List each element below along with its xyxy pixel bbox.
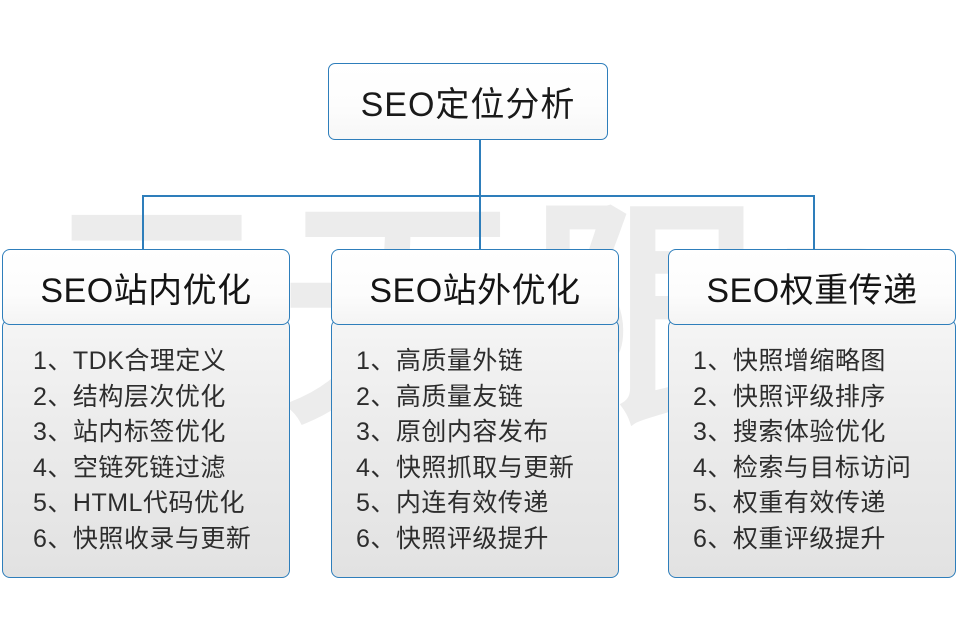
list-item: 5、HTML代码优化 xyxy=(33,489,245,517)
connector-branch-left xyxy=(142,195,144,251)
list-item: 5、权重有效传递 xyxy=(693,489,886,517)
branch-column-seo-weight: SEO权重传递 1、快照增缩略图 2、快照评级排序 3、搜索体验优化 4、检索与… xyxy=(668,249,956,578)
branch-list-seo-onsite: 1、TDK合理定义 2、结构层次优化 3、站内标签优化 4、空链死链过滤 5、H… xyxy=(2,319,290,578)
list-item: 2、高质量友链 xyxy=(356,382,524,411)
list-item: 6、快照评级提升 xyxy=(356,524,549,553)
branch-header-label: SEO站外优化 xyxy=(369,271,581,310)
branch-header-label: SEO站内优化 xyxy=(40,271,252,310)
list-item: 3、原创内容发布 xyxy=(356,418,549,446)
connector-horizontal-bus xyxy=(142,195,815,197)
list-item: 3、站内标签优化 xyxy=(33,418,226,446)
list-item: 3、搜索体验优化 xyxy=(693,418,886,446)
list-item: 5、内连有效传递 xyxy=(356,489,549,517)
list-item: 4、检索与目标访问 xyxy=(693,453,912,482)
list-item: 2、快照评级排序 xyxy=(693,382,886,411)
connector-branch-middle xyxy=(479,195,481,251)
branch-header-seo-onsite: SEO站内优化 xyxy=(2,249,290,325)
list-item: 1、高质量外链 xyxy=(356,347,524,375)
connector-branch-right xyxy=(813,195,815,251)
connector-root-vertical xyxy=(479,140,481,196)
list-item: 1、快照增缩略图 xyxy=(693,347,886,375)
root-node-label: SEO定位分析 xyxy=(360,86,576,124)
branch-list-seo-offsite: 1、高质量外链 2、高质量友链 3、原创内容发布 4、快照抓取与更新 5、内连有… xyxy=(331,319,619,578)
branch-list-seo-weight: 1、快照增缩略图 2、快照评级排序 3、搜索体验优化 4、检索与目标访问 5、权… xyxy=(668,319,956,578)
list-item: 4、空链死链过滤 xyxy=(33,453,226,482)
list-item: 6、快照收录与更新 xyxy=(33,524,252,553)
branch-column-seo-offsite: SEO站外优化 1、高质量外链 2、高质量友链 3、原创内容发布 4、快照抓取与… xyxy=(331,249,619,578)
list-item: 1、TDK合理定义 xyxy=(33,347,227,375)
list-item: 2、结构层次优化 xyxy=(33,382,226,411)
branch-header-seo-offsite: SEO站外优化 xyxy=(331,249,619,325)
root-node: SEO定位分析 xyxy=(328,63,608,140)
branch-header-seo-weight: SEO权重传递 xyxy=(668,249,956,325)
list-item: 6、权重评级提升 xyxy=(693,524,886,553)
list-item: 4、快照抓取与更新 xyxy=(356,453,575,482)
branch-column-seo-onsite: SEO站内优化 1、TDK合理定义 2、结构层次优化 3、站内标签优化 4、空链… xyxy=(2,249,290,578)
branch-header-label: SEO权重传递 xyxy=(706,271,918,310)
